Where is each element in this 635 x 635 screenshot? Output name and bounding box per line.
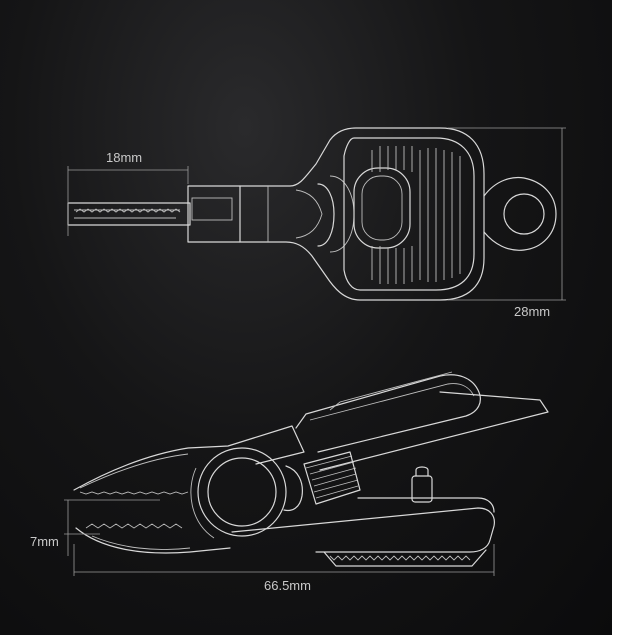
dim-label-7mm: 7mm bbox=[30, 534, 59, 549]
side-upper-handle bbox=[295, 371, 549, 471]
dim-label-18mm: 18mm bbox=[106, 150, 142, 165]
top-grip bbox=[343, 137, 475, 291]
side-lower-handle bbox=[231, 466, 495, 567]
dim-top-width: 18mm bbox=[67, 150, 189, 236]
top-shank bbox=[187, 127, 485, 301]
top-view: 18mm 28mm bbox=[67, 127, 566, 319]
dim-bottom-length: 66.5mm bbox=[73, 544, 495, 593]
white-margin bbox=[612, 0, 635, 635]
technical-drawing: 18mm 28mm bbox=[30, 127, 566, 593]
dim-label-66-5mm: 66.5mm bbox=[264, 578, 311, 593]
side-spring bbox=[303, 451, 361, 505]
side-lower-jaw bbox=[75, 523, 231, 554]
top-blade bbox=[67, 202, 191, 226]
top-collar bbox=[317, 175, 355, 253]
side-upper-jaw bbox=[73, 425, 305, 495]
dim-top-height: 28mm bbox=[448, 127, 566, 319]
top-ring bbox=[483, 176, 557, 251]
product-drawing-canvas: 18mm 28mm bbox=[0, 0, 612, 635]
side-view: 7mm 66.5mm bbox=[30, 371, 549, 593]
dim-label-28mm: 28mm bbox=[514, 304, 550, 319]
dim-bottom-height: 7mm bbox=[30, 499, 160, 556]
side-pivot bbox=[190, 447, 303, 539]
